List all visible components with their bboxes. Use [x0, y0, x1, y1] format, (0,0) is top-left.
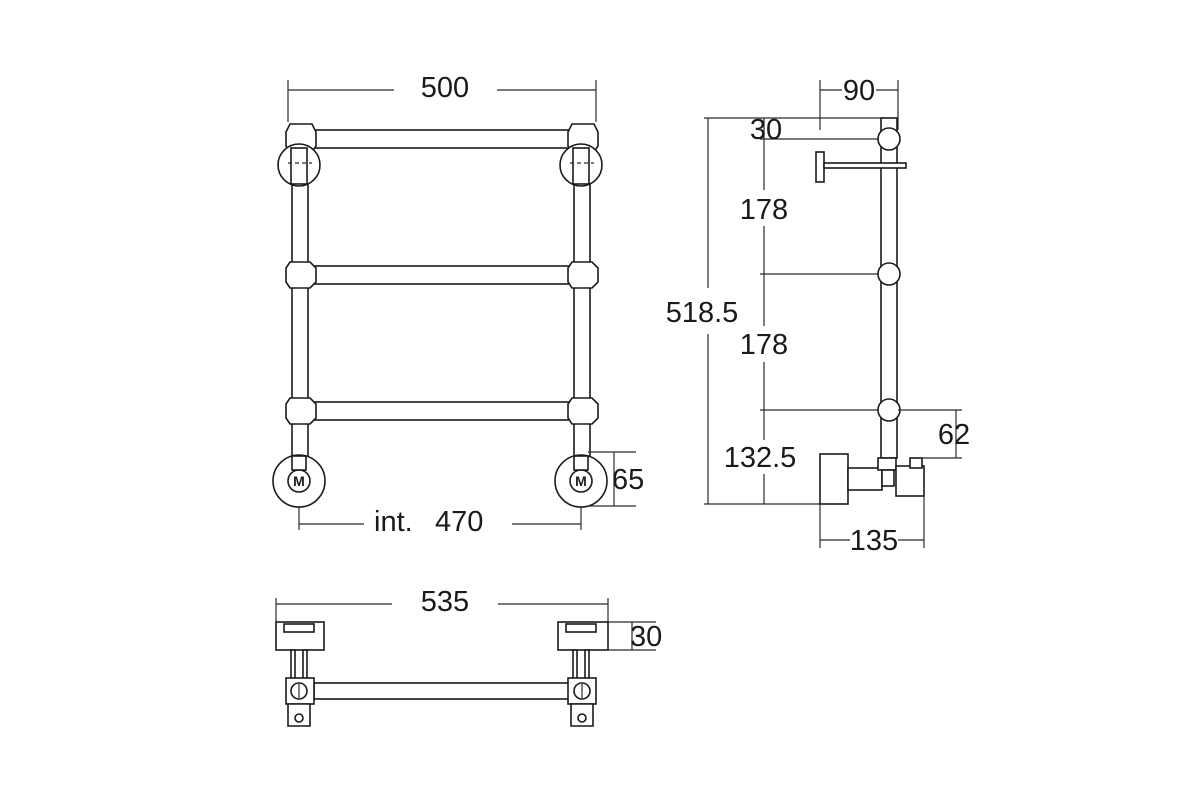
right-middle-joint [567, 261, 599, 289]
front-view: 500 M [272, 72, 644, 538]
internal-width-label: 470 [435, 506, 483, 538]
valve-height-label: 65 [612, 464, 644, 496]
right-lower-joint [567, 397, 599, 425]
valve-offset-dimension: 62 [898, 409, 970, 459]
top-view: 535 30 [275, 586, 662, 727]
side-depth-dimension: 90 [819, 75, 899, 130]
side-bottom-rail-section [877, 398, 901, 422]
front-width-label: 500 [421, 72, 469, 104]
side-view: 90 518.5 30 178 178 132.5 [666, 75, 970, 557]
side-wall-bracket [815, 151, 907, 183]
top-offset-label: 30 [750, 114, 782, 146]
total-height-dimension: 518.5 [666, 117, 884, 505]
right-valve: M [554, 454, 608, 508]
left-valve-mark: M [293, 473, 305, 489]
top-depth-dimension: 30 [608, 621, 662, 653]
total-height-label: 518.5 [666, 297, 739, 329]
top-view-rail [313, 682, 571, 700]
middle-rail [307, 265, 575, 285]
valve-offset-label: 62 [938, 419, 970, 451]
top-rail [307, 129, 575, 149]
side-valve-assembly [819, 453, 925, 505]
bottom-rail [307, 401, 575, 421]
side-middle-rail-section [877, 262, 901, 286]
spacing-2-label: 178 [740, 329, 788, 361]
front-width-dimension: 500 [287, 72, 597, 122]
internal-prefix-label: int. [374, 506, 413, 538]
valve-height-dimension: 65 [588, 451, 644, 507]
top-width-label: 535 [421, 586, 469, 618]
spacing-1-label: 178 [740, 194, 788, 226]
side-depth-label: 90 [843, 75, 875, 107]
left-lower-joint [285, 397, 317, 425]
left-valve: M [272, 454, 326, 508]
internal-width-dimension: int. 470 [298, 506, 582, 538]
valve-depth-dimension: 135 [819, 496, 925, 557]
top-width-dimension: 535 [275, 586, 609, 622]
right-valve-mark: M [575, 473, 587, 489]
side-top-rail-section [877, 127, 901, 151]
bottom-offset-label: 132.5 [724, 442, 797, 474]
valve-depth-label: 135 [850, 525, 898, 557]
top-depth-label: 30 [630, 621, 662, 653]
right-bracket-stem [572, 147, 590, 185]
left-bracket-stem [290, 147, 308, 185]
left-middle-joint [285, 261, 317, 289]
